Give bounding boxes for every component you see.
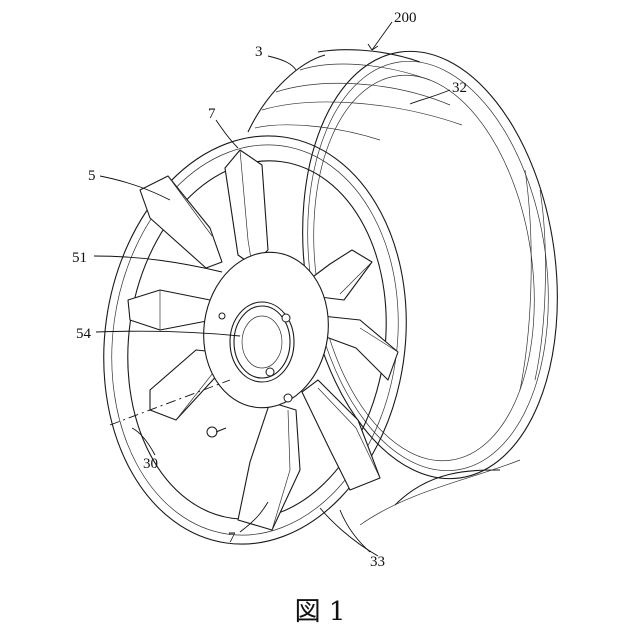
figure-caption: 図 1 (295, 597, 346, 627)
spoke-upper-left (140, 176, 222, 268)
label-5: 5 (88, 168, 96, 184)
label-7-top: 7 (208, 106, 216, 122)
label-200: 200 (394, 10, 417, 26)
spoke-top (225, 150, 268, 265)
label-3: 3 (255, 44, 263, 60)
label-30: 30 (143, 456, 158, 472)
label-32: 32 (452, 80, 467, 96)
label-54: 54 (76, 326, 92, 342)
spoke-bottom (238, 402, 300, 530)
label-7-bottom: 7 (228, 530, 236, 546)
valve-icon (207, 427, 217, 437)
spoke-lower-right (302, 380, 380, 490)
label-33: 33 (370, 554, 385, 570)
label-51: 51 (72, 250, 87, 266)
spoke-left (128, 290, 212, 330)
